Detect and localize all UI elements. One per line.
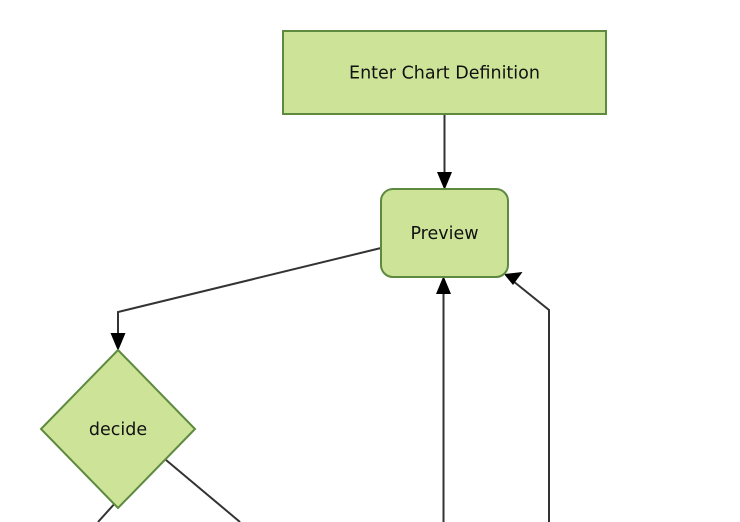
edge-bottom-center-to-preview — [436, 276, 451, 522]
node-layer: Enter Chart Definition Preview decide — [39, 30, 607, 510]
edge-bottom-right-to-preview-line — [512, 280, 550, 522]
node-decide-diamond[interactable] — [39, 348, 197, 510]
node-enter-chart-definition-box[interactable] — [282, 30, 607, 115]
edge-preview-to-decide — [110, 247, 382, 351]
edge-layer — [97, 114, 550, 522]
edge-preview-to-decide-line — [117, 247, 382, 342]
edge-bottom-right-to-preview-arrowhead — [504, 272, 523, 285]
edge-preview-to-decide-arrowhead — [110, 333, 126, 351]
node-decide-label: decide — [89, 420, 147, 440]
edge-enter-to-preview-arrowhead — [437, 172, 452, 190]
node-preview-label: Preview — [410, 224, 478, 244]
node-enter-chart-definition[interactable]: Enter Chart Definition — [282, 30, 607, 115]
node-preview[interactable]: Preview — [380, 188, 509, 278]
node-enter-chart-definition-label: Enter Chart Definition — [349, 64, 540, 84]
edge-decide-right-out-line — [165, 459, 241, 522]
edge-bottom-right-to-preview — [504, 272, 550, 522]
node-decide[interactable]: decide — [39, 348, 197, 510]
edge-enter-to-preview — [437, 114, 452, 190]
edge-decide-right-out — [165, 459, 241, 522]
edge-bottom-center-to-preview-arrowhead — [436, 276, 451, 294]
node-preview-box[interactable] — [380, 188, 509, 278]
